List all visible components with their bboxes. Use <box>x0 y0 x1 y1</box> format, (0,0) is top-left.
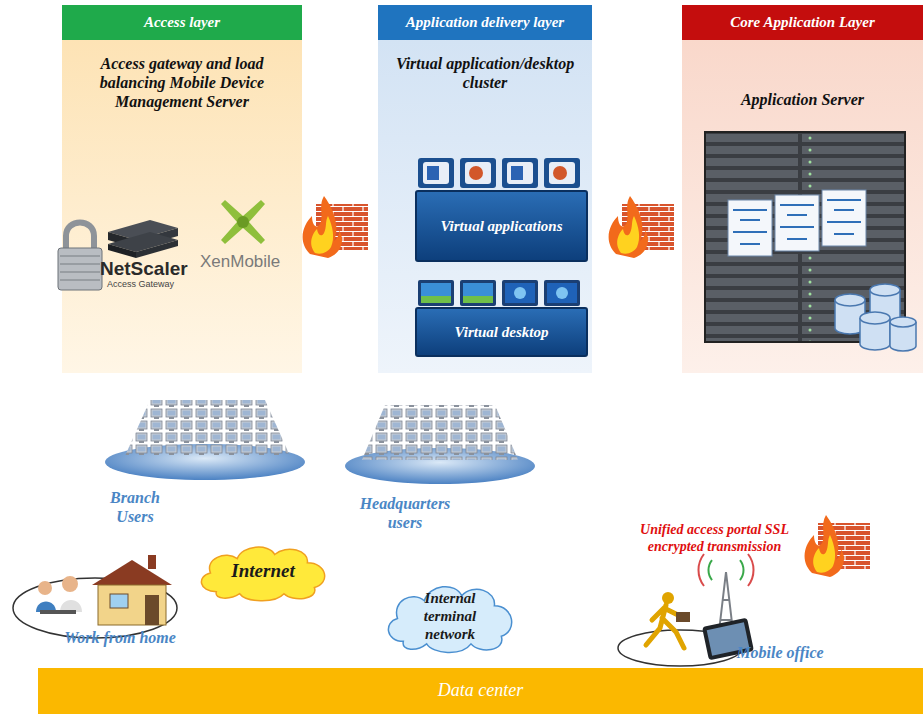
cloud-shape <box>388 587 511 653</box>
user-group-label: Branch Users <box>95 488 175 526</box>
layer-panel: Access layerAccess gateway and load bala… <box>62 5 302 373</box>
layer-header: Application delivery layer <box>378 5 592 40</box>
cloud-label: Internal terminal network <box>402 589 498 643</box>
layer-header: Core Application Layer <box>682 5 923 40</box>
user-group-label: Mobile office <box>720 643 840 662</box>
user-group-label: Work from home <box>40 628 200 647</box>
network-cloud: Internal terminal network <box>380 578 520 654</box>
box-label: Virtual desktop <box>455 323 549 341</box>
user-group-label: Headquarters users <box>345 494 465 532</box>
product-logo-text: NetScaler <box>100 258 190 281</box>
cloud-label: Internet <box>231 560 294 583</box>
cluster-box: Virtual applications <box>415 190 588 262</box>
layer-panel: Application delivery layerVirtual applic… <box>378 5 592 373</box>
layer-panel: Core Application LayerApplication Server <box>682 5 923 373</box>
layer-description: Virtual application/desktop cluster <box>378 40 592 92</box>
data-center-bar: Data center <box>38 668 923 714</box>
cluster-box: Virtual desktop <box>415 307 588 357</box>
note-text: Unified access portal SSL encrypted tran… <box>632 522 797 556</box>
product-logo-text: XenMobile <box>200 252 300 272</box>
layer-description: Application Server <box>682 40 923 109</box>
box-label: Virtual applications <box>440 217 562 235</box>
network-cloud: Internet <box>193 540 333 602</box>
product-logo-subtext: Access Gateway <box>107 279 187 290</box>
layer-description: Access gateway and load balancing Mobile… <box>62 40 302 112</box>
cloud-shape <box>201 547 324 601</box>
bar-label: Data center <box>438 680 523 702</box>
layer-header: Access layer <box>62 5 302 40</box>
